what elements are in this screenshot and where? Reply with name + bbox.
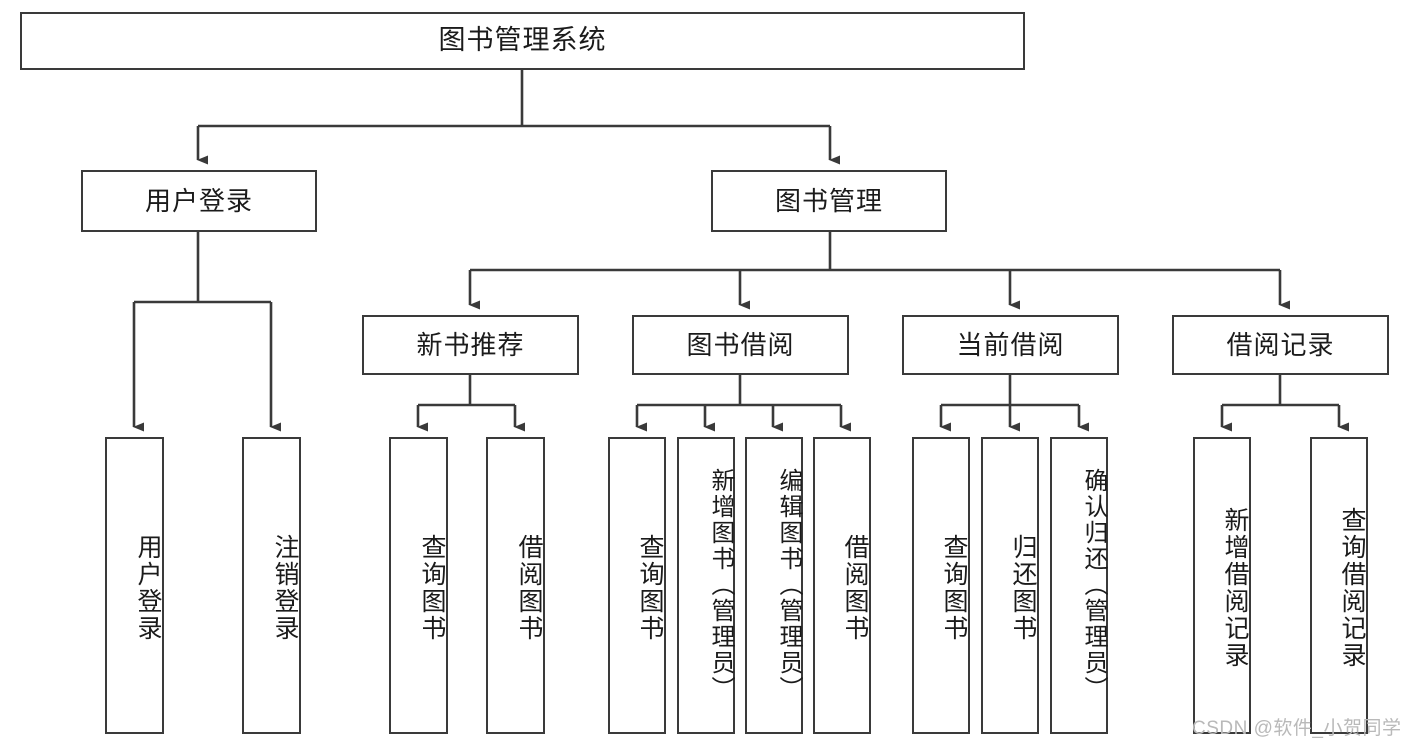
csdn-watermark: CSDN @软件_小贺同学 [1192,718,1402,739]
node-leaf-user-logout[interactable]: 注销登录 [242,437,301,734]
node-leaf-add-borrow-record[interactable]: 新增借阅记录 [1193,437,1251,734]
node-leaf-borrow-book[interactable]: 借阅图书 [813,437,871,734]
node-leaf-query-book-recommend[interactable]: 查询图书 [389,437,448,734]
node-leaf-query-book-borrow[interactable]: 查询图书 [608,437,666,734]
node-new-book-recommend[interactable]: 新书推荐 [362,315,579,375]
node-leaf-user-login[interactable]: 用户登录 [105,437,164,734]
node-leaf-confirm-return-admin[interactable]: 确认归还（管理员） [1050,437,1108,734]
node-root-book-management-system[interactable]: 图书管理系统 [20,12,1025,70]
node-leaf-return-book[interactable]: 归还图书 [981,437,1039,734]
node-leaf-add-book-admin[interactable]: 新增图书（管理员） [677,437,735,734]
node-leaf-edit-book-admin[interactable]: 编辑图书（管理员） [745,437,803,734]
node-book-manage[interactable]: 图书管理 [711,170,947,232]
node-borrow-record[interactable]: 借阅记录 [1172,315,1389,375]
node-leaf-query-book-current[interactable]: 查询图书 [912,437,970,734]
node-leaf-borrow-book-recommend[interactable]: 借阅图书 [486,437,545,734]
node-leaf-query-borrow-record[interactable]: 查询借阅记录 [1310,437,1368,734]
node-current-borrow[interactable]: 当前借阅 [902,315,1119,375]
node-user-login[interactable]: 用户登录 [81,170,317,232]
node-book-borrow[interactable]: 图书借阅 [632,315,849,375]
